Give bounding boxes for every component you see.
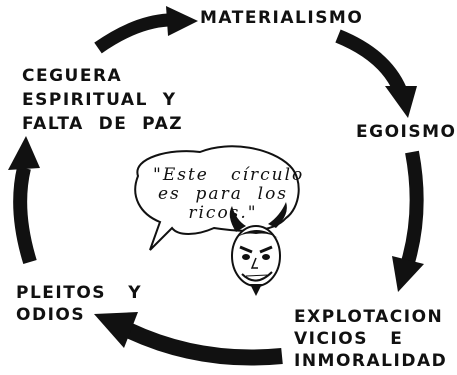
- node-ceguera: CEGUERA ESPIRITUAL Y FALTA DE PAZ: [22, 66, 184, 134]
- node-pleitos: PLEITOS Y ODIOS: [16, 283, 143, 325]
- arrow-materialismo-to-egoismo: [335, 29, 417, 118]
- arrow-pleitos-to-ceguera: [8, 136, 40, 265]
- arrow-explotacion-to-pleitos: [94, 312, 283, 366]
- speech-bubble: [134, 145, 300, 251]
- arrow-ceguera-to-materialismo: [94, 6, 198, 54]
- node-egoismo: EGOISMO: [356, 122, 457, 142]
- speech-bubble-text: "Este círculo es para los ricos.": [153, 165, 305, 223]
- node-materialismo: MATERIALISMO: [200, 8, 364, 28]
- node-explotacion: EXPLOTACION VICIOS E INMORALIDAD: [294, 307, 448, 371]
- devil-face-icon: [229, 202, 287, 296]
- arrow-egoismo-to-explotacion: [392, 150, 424, 292]
